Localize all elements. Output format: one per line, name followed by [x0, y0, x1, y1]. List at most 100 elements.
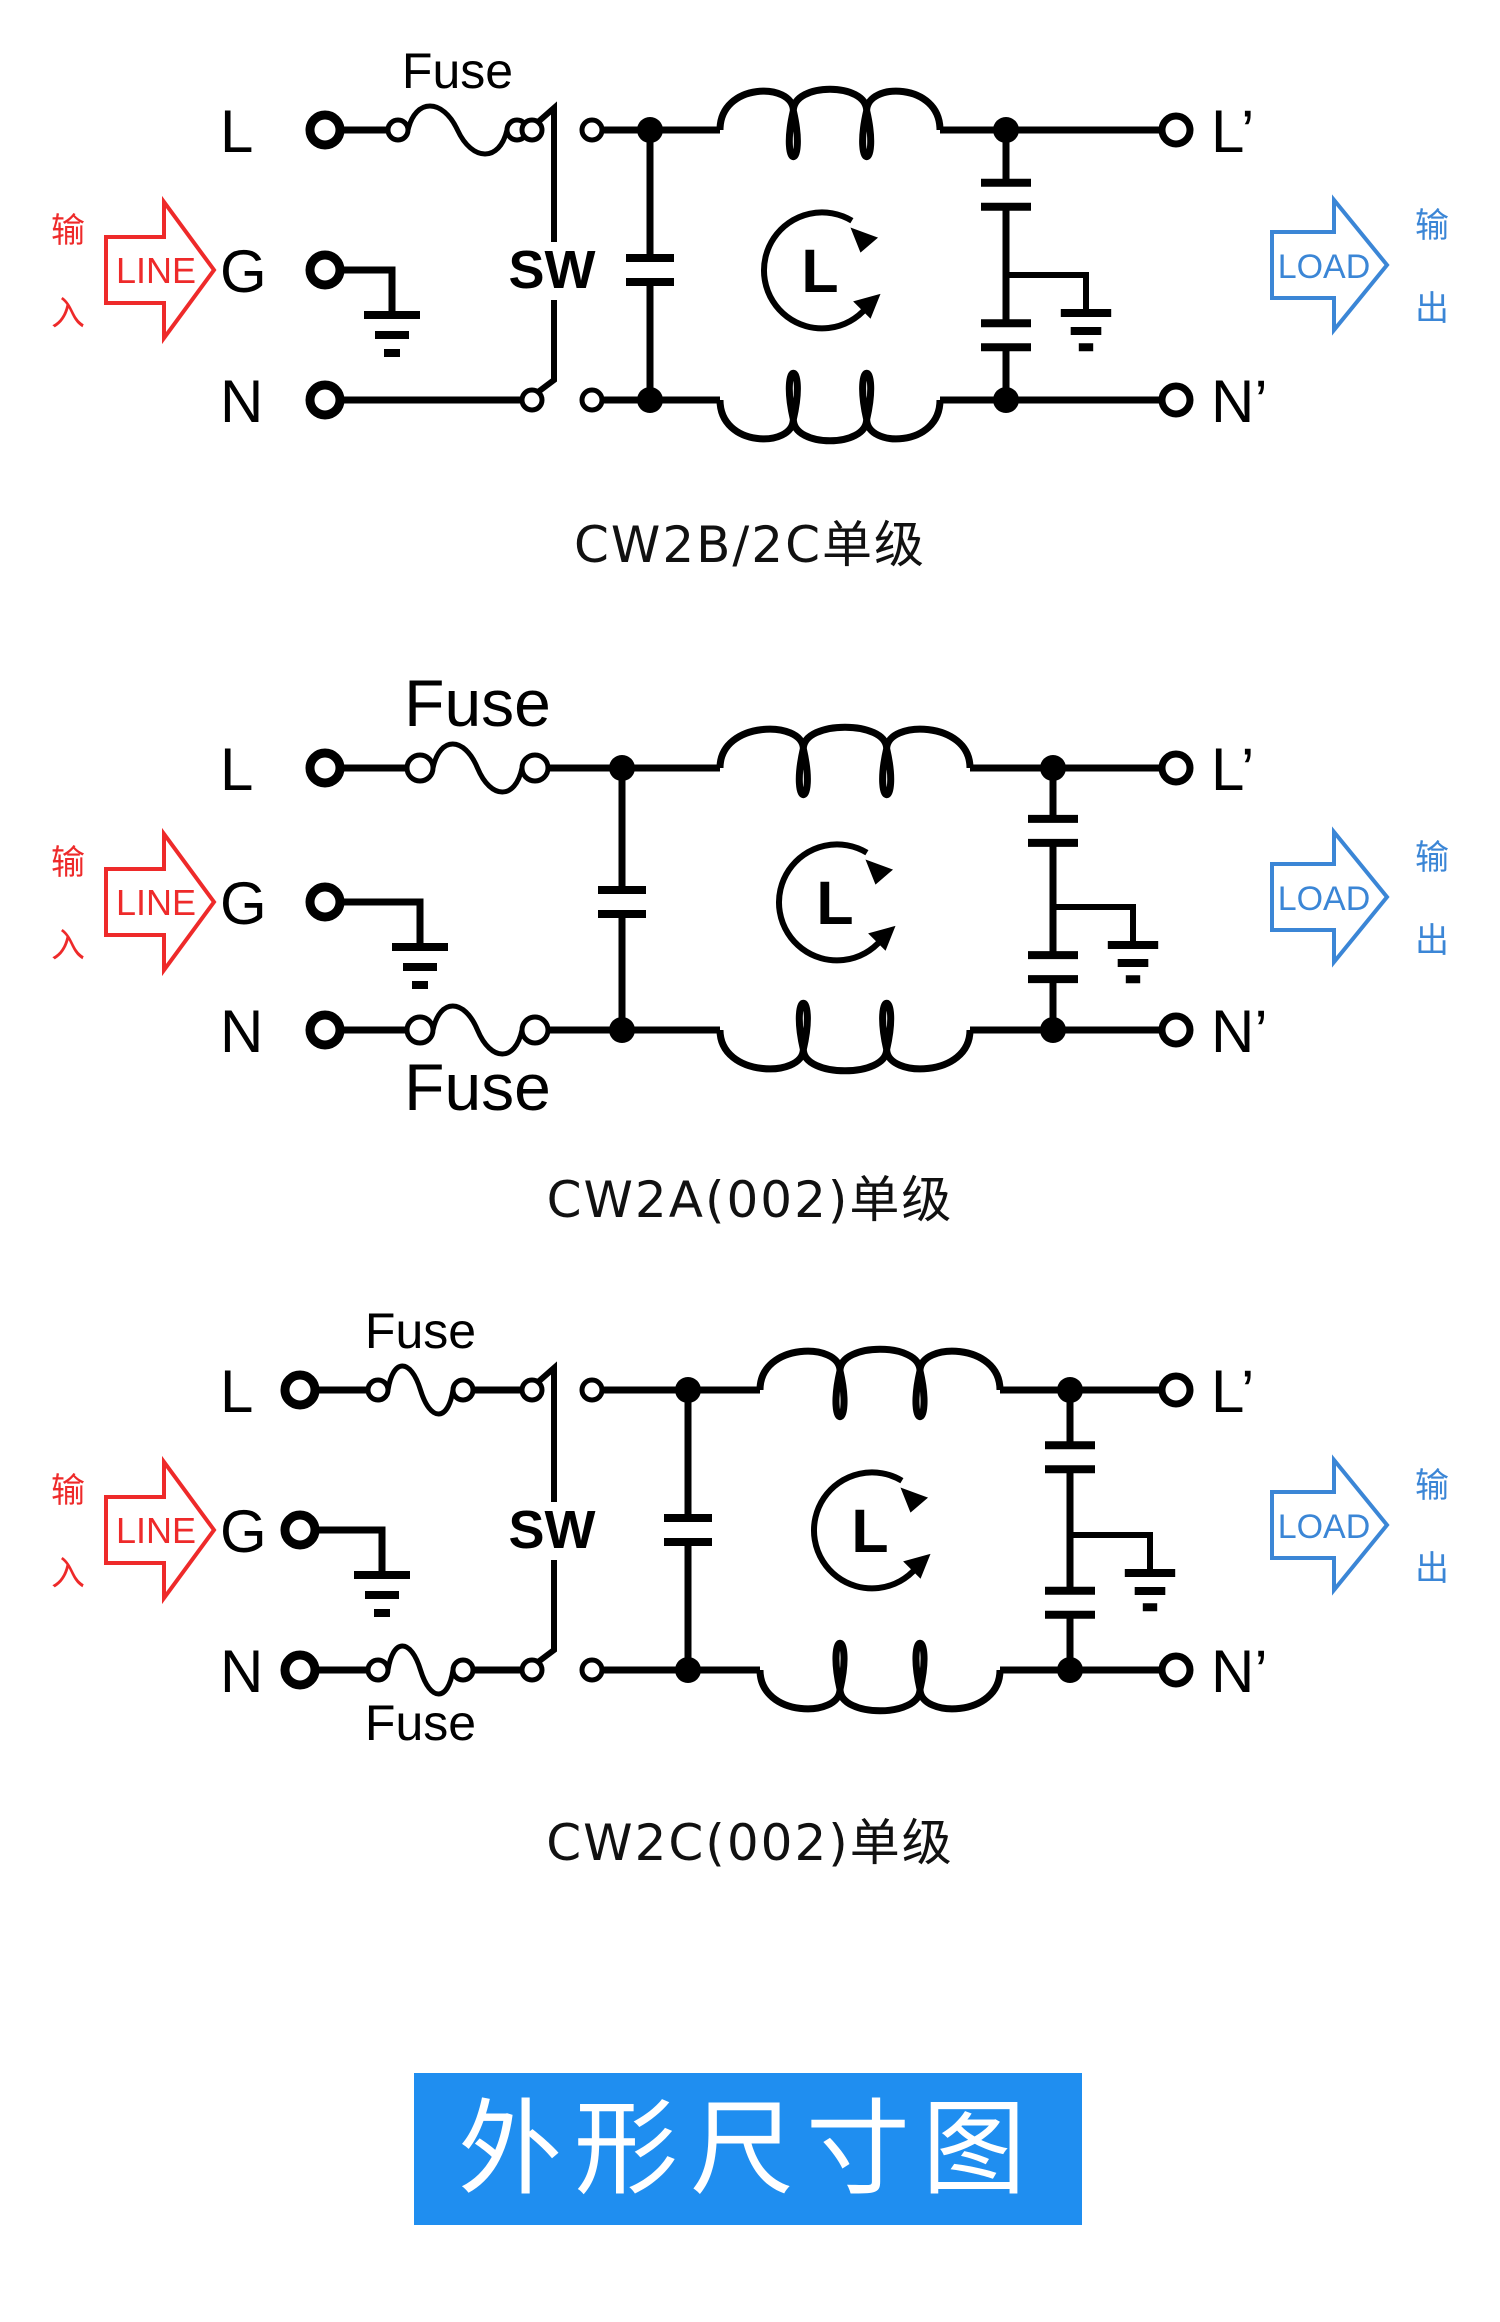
wire	[1053, 904, 1136, 945]
switch-label: SW	[509, 1500, 596, 1560]
terminal-icon	[305, 882, 345, 922]
terminal-label-N-out: N’	[1211, 998, 1268, 1065]
terminal-label-L-out: L’	[1211, 98, 1254, 165]
terminal-icon	[519, 1377, 545, 1403]
inductor-coil-icon	[756, 1640, 1004, 1715]
input-label-bottom: 入	[51, 1555, 85, 1593]
terminal-label-L: L	[220, 98, 253, 165]
y-capacitor-icon	[981, 319, 1031, 352]
terminal-icon	[404, 752, 436, 784]
terminal-icon	[305, 380, 345, 420]
terminal-icon	[450, 1377, 476, 1403]
fuse-icon	[385, 1643, 456, 1697]
arrowhead-icon	[865, 859, 896, 951]
terminal-icon	[579, 117, 605, 143]
fuse-icon	[430, 741, 525, 795]
fuse-label-N: Fuse	[365, 1695, 476, 1751]
arrowhead-icon	[900, 1487, 931, 1579]
ground-icon	[1060, 309, 1112, 352]
output-label-bottom: 出	[1415, 922, 1449, 960]
capacitor-icon	[664, 1514, 712, 1546]
input-label-bottom: 入	[51, 295, 85, 333]
wire	[1070, 1532, 1153, 1573]
load-arrow-label: LOAD	[1278, 248, 1371, 286]
terminal-label-G: G	[220, 238, 267, 305]
input-label-top: 输	[51, 844, 85, 882]
load-output-arrow-icon	[1270, 194, 1390, 336]
output-label-top: 输	[1415, 839, 1449, 877]
terminal-icon	[579, 387, 605, 413]
diagram-caption: CW2B/2C单级	[573, 516, 927, 574]
output-label-bottom: 出	[1415, 1550, 1449, 1588]
terminal-icon	[1158, 382, 1194, 418]
fuse-label-L: Fuse	[365, 1303, 476, 1359]
terminal-label-L: L	[220, 736, 253, 803]
fuse-icon	[385, 1363, 456, 1417]
y-capacitor-icon	[1028, 814, 1078, 847]
fuse-label-N: Fuse	[404, 1050, 551, 1124]
arrowhead-icon	[850, 227, 881, 319]
ground-icon	[1124, 1569, 1176, 1612]
terminal-icon	[280, 1650, 320, 1690]
load-output-arrow-icon	[1270, 1454, 1390, 1596]
y-capacitor-icon	[1028, 951, 1078, 984]
inductor-label: L	[801, 237, 838, 305]
wire	[1006, 272, 1089, 313]
terminal-icon	[519, 1014, 551, 1046]
terminal-icon	[519, 752, 551, 784]
input-label-top: 输	[51, 1472, 85, 1510]
output-label-top: 输	[1415, 1467, 1449, 1505]
fuse-icon	[430, 1003, 525, 1057]
ground-icon	[354, 1571, 410, 1617]
inductor-coil-icon	[716, 723, 974, 798]
switch-icon	[536, 1361, 557, 1665]
diagram-caption: CW2C(002)单级	[546, 1814, 954, 1872]
output-label-bottom: 出	[1415, 290, 1449, 328]
terminal-label-L-out: L’	[1211, 1358, 1254, 1425]
terminal-label-N: N	[220, 998, 263, 1065]
terminal-icon	[305, 748, 345, 788]
capacitor-icon	[598, 886, 646, 918]
diagram-caption: CW2A(002)单级	[546, 1171, 954, 1229]
terminal-label-L-out: L’	[1211, 736, 1254, 803]
terminal-icon	[519, 117, 545, 143]
terminal-icon	[404, 1014, 436, 1046]
dimension-drawing-banner: 外形尺寸图	[414, 2073, 1082, 2225]
load-output-arrow-icon	[1270, 826, 1390, 968]
load-arrow-label: LOAD	[1278, 880, 1371, 918]
terminal-label-G: G	[220, 870, 267, 937]
terminal-icon	[1158, 750, 1194, 786]
inductor-coil-icon	[716, 85, 944, 160]
input-label-bottom: 入	[51, 927, 85, 965]
terminal-icon	[519, 1657, 545, 1683]
capacitor-icon	[626, 254, 674, 286]
wire	[315, 1526, 386, 1575]
inductor-coil-icon	[716, 370, 944, 445]
fuse-label-L: Fuse	[402, 43, 513, 99]
terminal-icon	[305, 250, 345, 290]
output-label-top: 输	[1415, 207, 1449, 245]
terminal-icon	[1158, 1012, 1194, 1048]
inductor-coil-icon	[756, 1345, 1004, 1420]
terminal-icon	[579, 1657, 605, 1683]
terminal-label-G: G	[220, 1498, 267, 1565]
terminal-icon	[305, 1010, 345, 1050]
switch-label: SW	[509, 240, 596, 300]
terminal-label-L: L	[220, 1358, 253, 1425]
terminal-icon	[1158, 1372, 1194, 1408]
terminal-icon	[305, 110, 345, 150]
line-arrow-label: LINE	[116, 1510, 196, 1551]
rotation-arrow-icon	[811, 1469, 919, 1592]
y-capacitor-icon	[1045, 1441, 1095, 1474]
line-input-arrow-icon	[104, 195, 217, 345]
terminal-icon	[519, 387, 545, 413]
inductor-coil-icon	[716, 1000, 974, 1075]
line-input-arrow-icon	[104, 827, 217, 977]
terminal-icon	[280, 1370, 320, 1410]
fuse-icon	[405, 103, 510, 157]
